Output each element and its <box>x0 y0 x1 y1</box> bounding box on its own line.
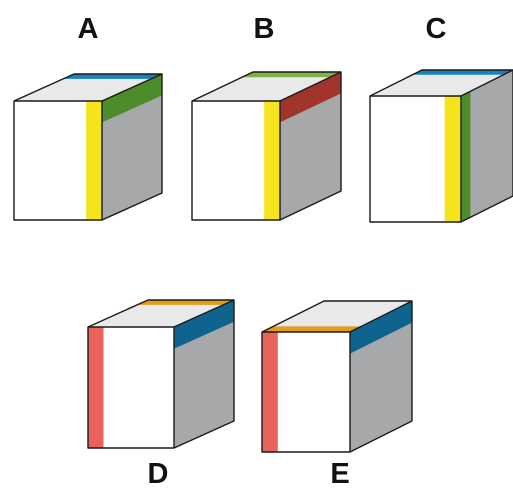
cube-option-b[interactable] <box>192 72 341 220</box>
cube-option-c[interactable] <box>370 70 513 222</box>
label-a: A <box>78 13 99 45</box>
cube-option-d[interactable] <box>88 300 234 448</box>
cube-option-a[interactable] <box>14 74 162 220</box>
label-d: D <box>148 458 169 490</box>
salmon-stripe <box>88 327 104 448</box>
yellow-stripe <box>264 101 280 220</box>
orange-stripe <box>262 326 361 332</box>
green-stripe <box>461 91 470 222</box>
cube-option-e[interactable] <box>262 301 412 452</box>
salmon-stripe <box>262 332 278 452</box>
blue-stripe <box>413 70 513 75</box>
yellow-stripe <box>86 101 102 220</box>
green-light-stripe <box>242 72 341 77</box>
yellow-stripe <box>445 96 461 222</box>
label-c: C <box>426 13 447 45</box>
label-e: E <box>330 458 349 490</box>
label-b: B <box>254 13 275 45</box>
orange-stripe <box>137 300 234 305</box>
blue-stripe <box>63 74 162 79</box>
